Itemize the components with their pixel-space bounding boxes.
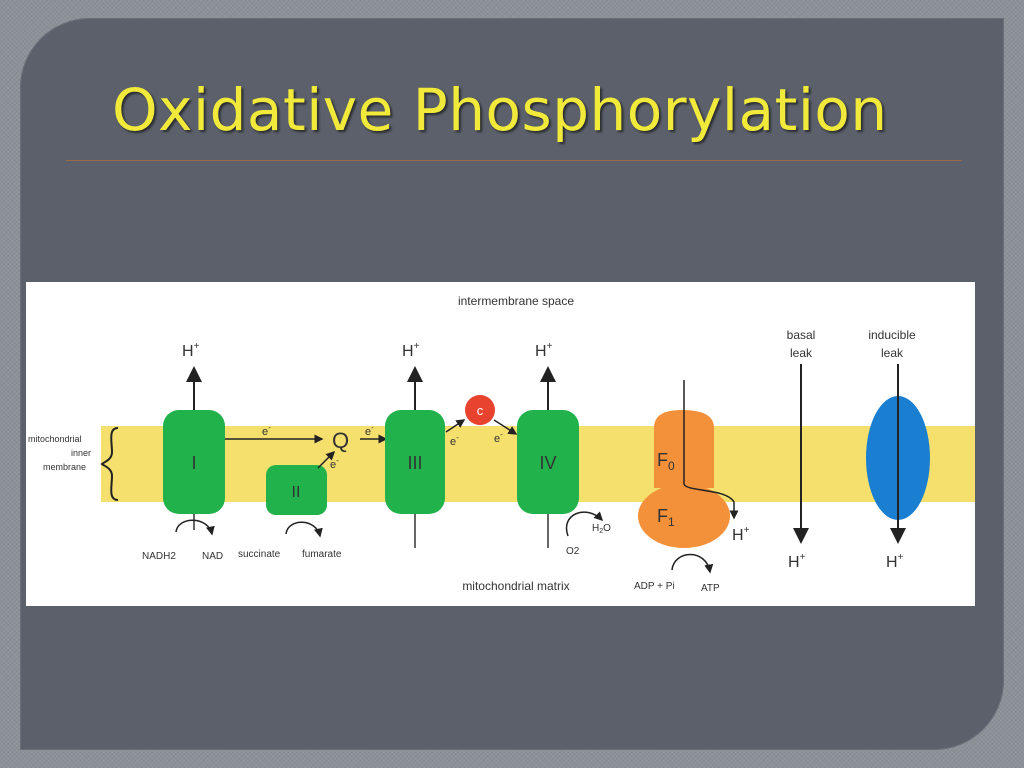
complex-iii-label: III [407, 453, 422, 473]
oxphos-diagram: intermembrane space mitochondrial matrix… [26, 282, 975, 606]
electron-label-i-q: e- [262, 423, 271, 438]
complex-ii-label: II [292, 484, 301, 501]
electron-arrow-ii-q [317, 450, 336, 469]
cytochrome-c [465, 395, 495, 425]
atp-synthase-f1 [638, 484, 730, 548]
membrane-brace [100, 427, 119, 501]
complex-iv-proton: H+ [535, 341, 553, 360]
atp-synthase-proton: H+ [732, 525, 750, 544]
intermembrane-space-label: intermembrane space [458, 294, 574, 308]
basal-leak-label-2: leak [790, 346, 813, 360]
inducible-leak-label-2: leak [881, 346, 904, 360]
electron-label-iii-c: e- [450, 433, 459, 448]
complex-iii [385, 410, 445, 514]
electron-label-ii-q: e- [330, 456, 339, 471]
electron-arrow-iii-c [445, 419, 466, 433]
atp-label: ATP [701, 583, 720, 594]
complex-i-label: I [191, 453, 196, 473]
adp-pi-label: ADP + Pi [634, 581, 675, 592]
electron-label-q-iii: e- [365, 423, 374, 438]
atp-synthase-proton-path [683, 380, 739, 520]
title-divider [66, 160, 962, 161]
membrane-label-line3: membrane [43, 462, 86, 472]
membrane-label-line2: inner [71, 448, 91, 458]
succinate-label: succinate [238, 549, 281, 560]
f0-label: F0 [657, 450, 675, 473]
o2-label: O2 [566, 546, 580, 557]
fumarate-label: fumarate [302, 549, 342, 560]
o2-curve-arrow [565, 511, 604, 537]
h2o-label: H2O [592, 523, 611, 535]
nad-label: NAD [202, 551, 223, 562]
electron-label-c-iv: e- [494, 430, 503, 445]
nadh-curve-arrow [175, 519, 215, 536]
basal-leak-label-1: basal [787, 328, 816, 342]
succinate-curve-arrow [285, 521, 323, 538]
inducible-leak-label-1: inducible [868, 328, 916, 342]
ubiquinone-q: Q [332, 428, 349, 453]
complex-i-proton: H+ [182, 341, 200, 360]
f1-label: F1 [657, 506, 675, 529]
mitochondrial-matrix-label: mitochondrial matrix [462, 579, 569, 593]
basal-leak-proton: H+ [788, 552, 806, 571]
complex-iv [517, 410, 579, 514]
complex-i [163, 410, 225, 514]
adp-curve-arrow [671, 553, 714, 574]
membrane-label-line1: mitochondrial [28, 434, 82, 444]
inducible-leak-proton: H+ [886, 552, 904, 571]
oxphos-diagram-svg: intermembrane space mitochondrial matrix… [28, 294, 975, 594]
complex-iii-proton: H+ [402, 341, 420, 360]
slide-title: Oxidative Phosphorylation [112, 76, 888, 144]
complex-ii [266, 465, 327, 515]
electron-arrow-c-iv [493, 419, 518, 435]
complex-iv-label: IV [539, 453, 556, 473]
cytochrome-c-label: c [477, 403, 484, 418]
nadh2-label: NADH2 [142, 551, 176, 562]
